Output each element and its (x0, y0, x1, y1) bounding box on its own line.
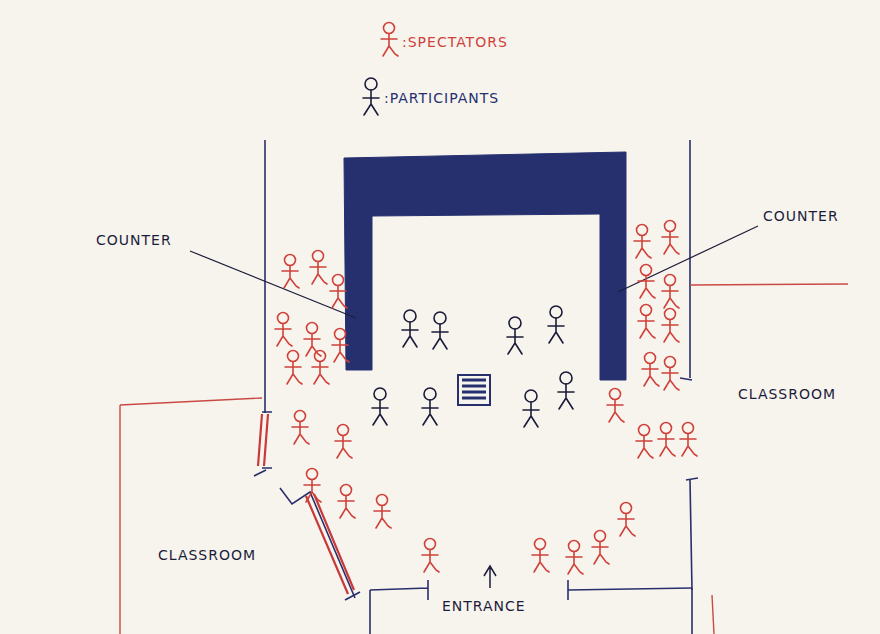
walls (254, 140, 698, 634)
spectator-figure (304, 469, 321, 503)
room-label: CLASSROOM (158, 547, 256, 564)
participant-figure (372, 388, 388, 425)
spectator-figure (662, 221, 679, 255)
spectator-figure (642, 353, 659, 387)
spectator-figure (636, 425, 653, 459)
leader-line (190, 226, 758, 318)
spectator-figure (634, 225, 651, 259)
spectator-figure (338, 485, 355, 519)
participant-figure (548, 306, 564, 343)
legend-label: :PARTICIPANTS (384, 90, 499, 107)
counter-label: COUNTER (763, 208, 839, 225)
spectator-figure (275, 313, 292, 347)
participant-figure (523, 390, 539, 427)
participant-symbol (363, 78, 379, 115)
participant-figure (402, 310, 418, 347)
spectator-figure (662, 357, 679, 391)
spectator-figure (292, 411, 309, 445)
spectator-figure (638, 265, 655, 299)
counter (344, 152, 626, 380)
spectator-figure (662, 309, 679, 343)
spectator-figure (312, 351, 329, 385)
spectator-figure (374, 495, 391, 529)
spectator-figure (332, 329, 349, 363)
entrance-arrow (484, 566, 496, 588)
spectator-figure (618, 503, 635, 537)
counter-label: COUNTER (96, 232, 172, 249)
room-label: CLASSROOM (738, 386, 836, 403)
spectator-figure (592, 531, 609, 565)
participant-figure (507, 317, 523, 354)
table (458, 375, 490, 405)
classroom-outline (120, 284, 848, 634)
legend-label: :SPECTATORS (402, 34, 508, 51)
spectator-figure (310, 251, 327, 285)
spectator-figure (422, 539, 439, 573)
spectator-symbol (381, 23, 398, 57)
spectator-figure (680, 423, 697, 457)
spectator-figure (662, 275, 679, 309)
participant-figure (432, 312, 448, 349)
participant-figure (558, 372, 574, 409)
spectator-figure (532, 539, 549, 573)
spectator-figure (607, 389, 624, 423)
spectator-figure (566, 541, 583, 575)
spectator-figure (330, 275, 347, 309)
participant-figure (422, 388, 438, 425)
spectator-figure (335, 425, 352, 459)
spectator-figure (282, 255, 299, 289)
spectator-figure (658, 423, 675, 457)
entrance-label: ENTRANCE (442, 598, 526, 615)
spectator-figure (285, 351, 302, 385)
spectator-figure (638, 305, 655, 339)
